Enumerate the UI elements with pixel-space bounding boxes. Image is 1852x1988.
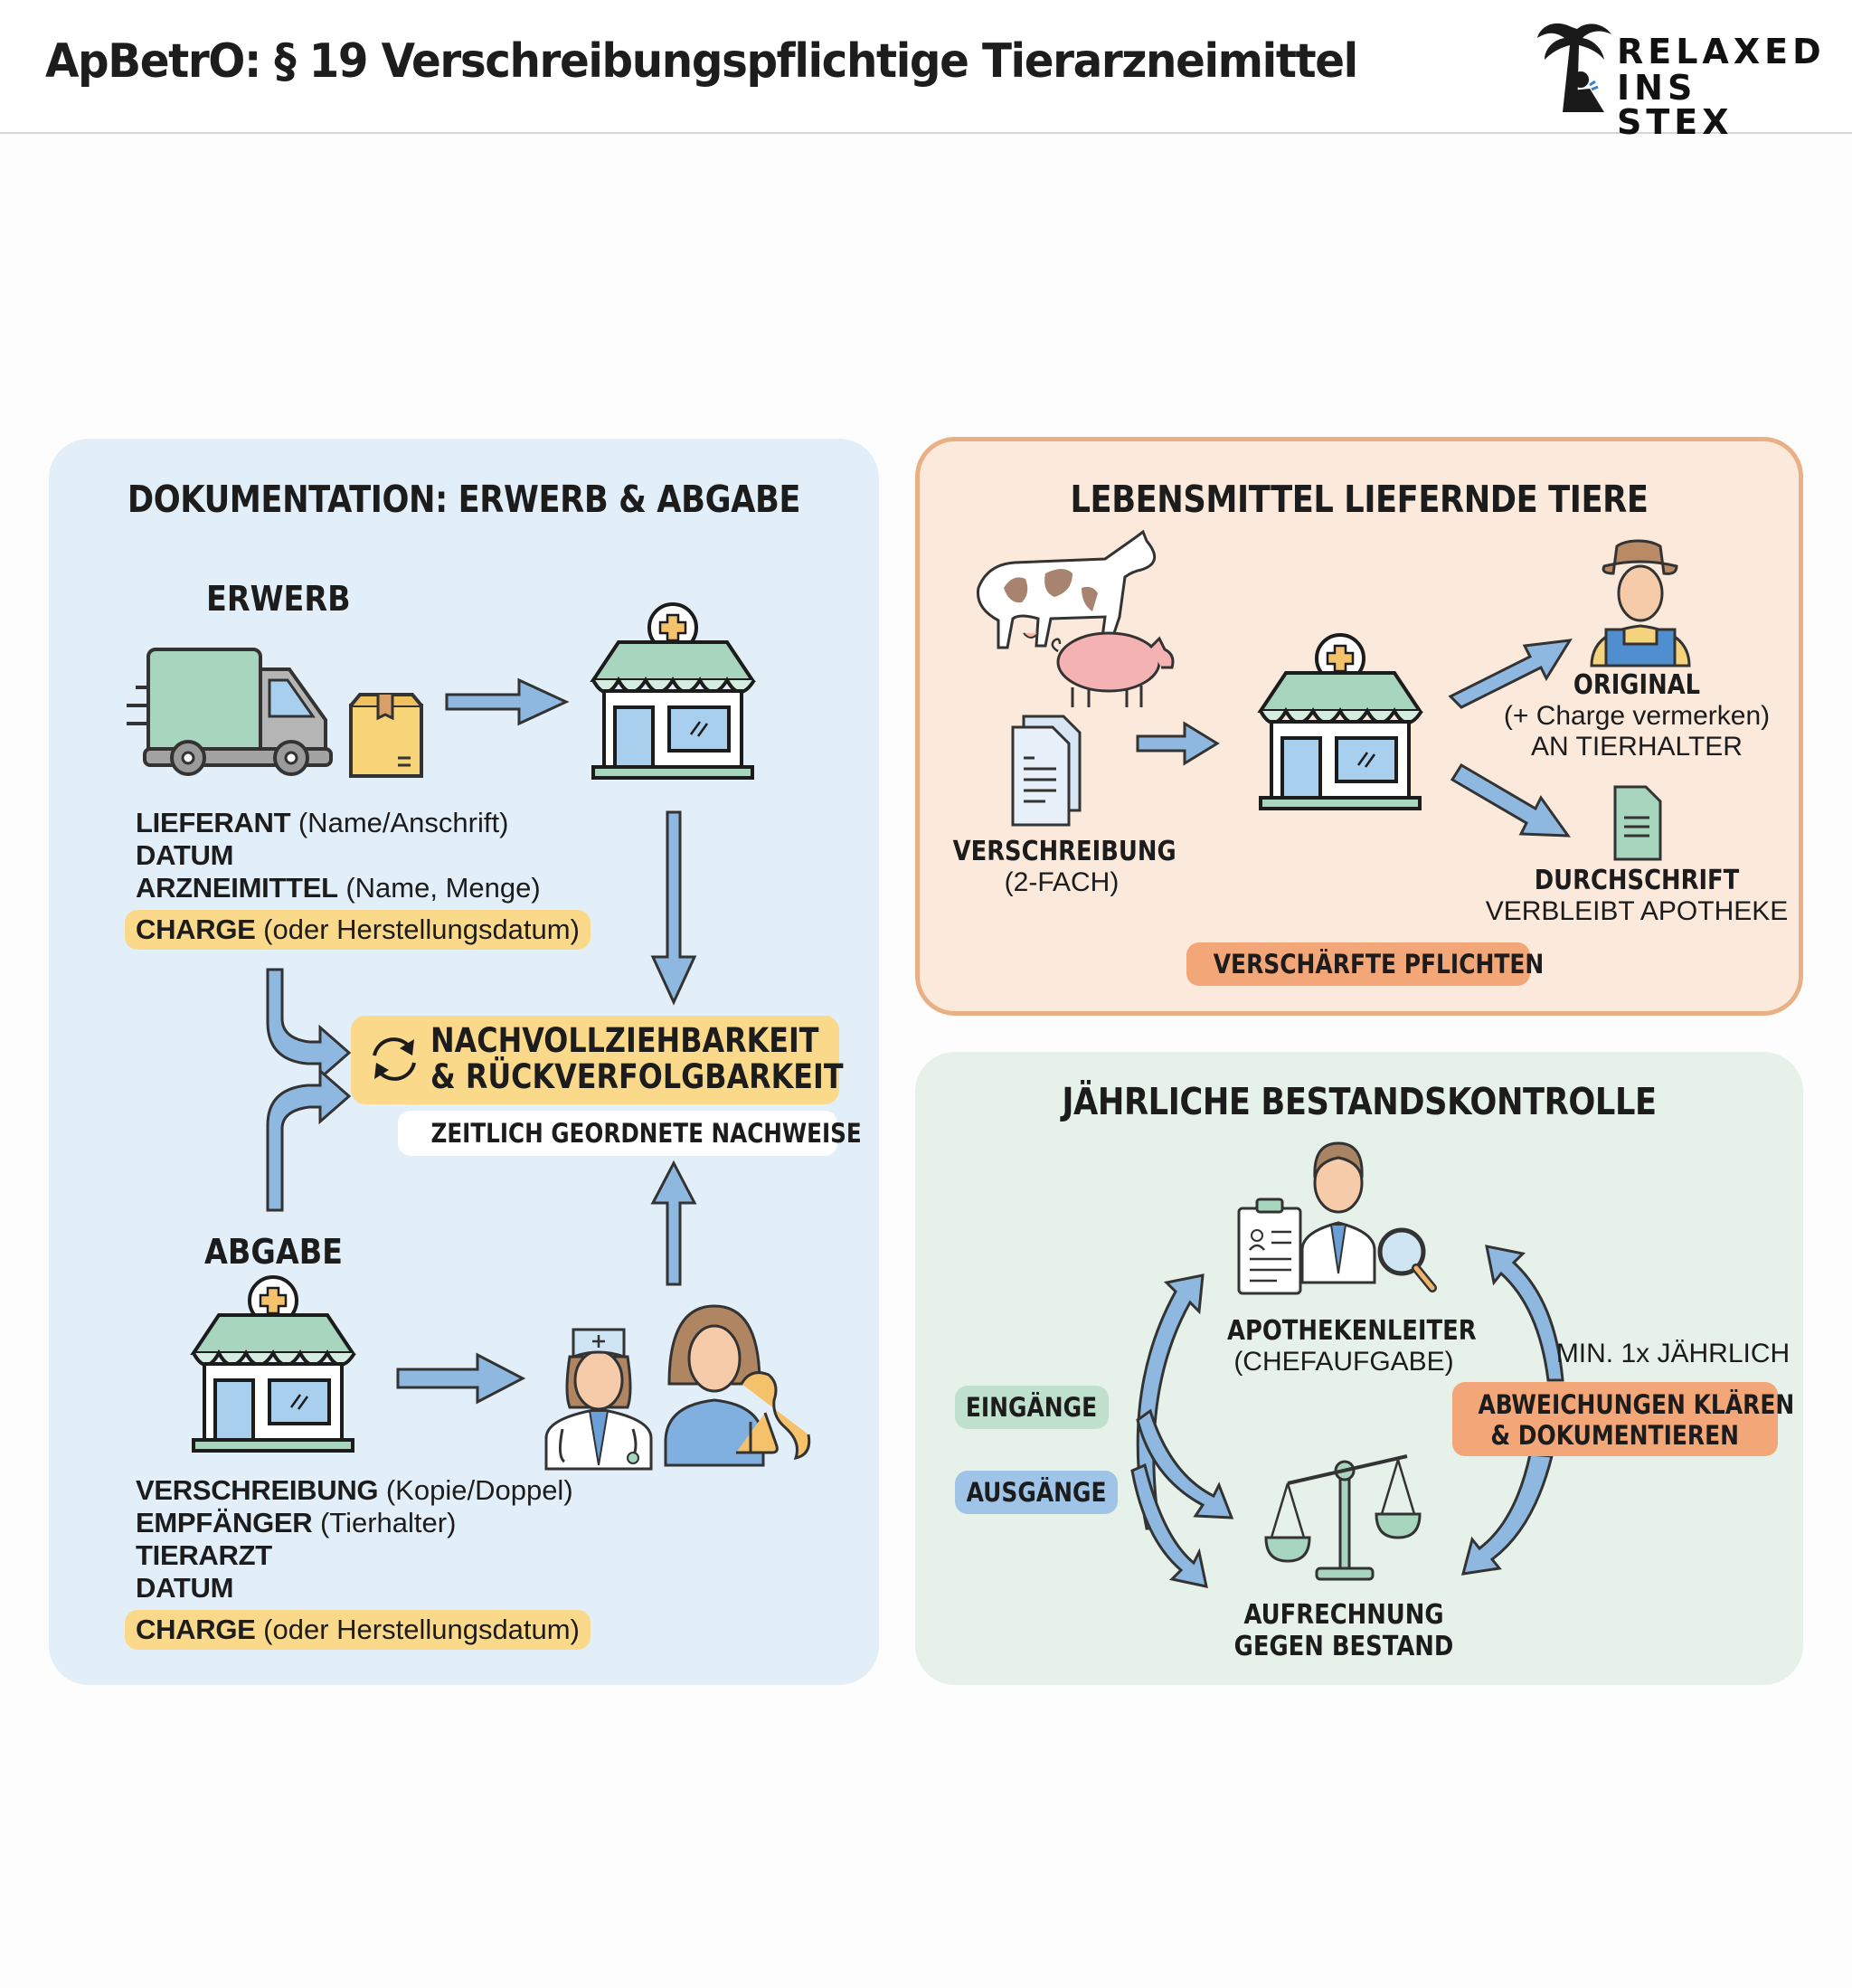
inputs-badge: EINGÄNGE (955, 1386, 1109, 1429)
cow-icon (976, 529, 1157, 649)
page-title: ApBetrO: § 19 Verschreibungspflichtige T… (45, 34, 1358, 89)
header: ApBetrO: § 19 Verschreibungspflichtige T… (0, 0, 1852, 139)
pharmacist-icon (1300, 1141, 1376, 1284)
arrow-right-icon (396, 1352, 526, 1405)
deviations-badge: ABWEICHUNGEN KLÄREN & DOKUMENTIEREN (1452, 1382, 1794, 1456)
reconciliation-label: AUFRECHNUNG GEGEN BESTAND (1208, 1599, 1479, 1662)
cycle-arrow-down-right-icon (1460, 1453, 1554, 1576)
stricter-duties-badge: VERSCHÄRFTE PFLICHTEN (1186, 942, 1544, 986)
field-datum: DATUM (136, 1572, 234, 1604)
field-datum: DATUM (136, 839, 234, 871)
copy-label-note: VERBLEIBT APOTHEKE (1485, 896, 1789, 926)
original-label-recipient: AN TIERHALTER (1531, 732, 1743, 762)
field-arzneimittel: ARZNEIMITTEL (Name, Menge) (136, 872, 541, 904)
dog-icon (736, 1371, 811, 1461)
inputs-text: EINGÄNGE (966, 1392, 1098, 1423)
refresh-cycle-icon (373, 1037, 416, 1081)
reconciliation-line2: GEGEN BESTAND (1233, 1631, 1454, 1662)
chronological-records-box: ZEITLICH GEORDNETE NACHWEISE (398, 1111, 862, 1156)
package-box-icon (349, 693, 423, 778)
curved-arrow-in-top-icon (266, 968, 352, 1082)
veterinarian-icon (544, 1328, 653, 1471)
prescription-label: VERSCHREIBUNG (2-FACH) (935, 836, 1188, 898)
logo: RELAXED INS STEX (1535, 18, 1821, 139)
traceability-text: NACHVOLLZIEHBARKEIT & RÜCKVERFOLGBARKEIT (430, 1023, 844, 1095)
original-label: ORIGINAL (+ Charge vermerken) AN TIERHAL… (1501, 669, 1772, 762)
abgabe-heading: ABGABE (204, 1232, 344, 1272)
original-label-bold: ORIGINAL (1573, 669, 1701, 701)
arrow-up-icon (650, 1160, 697, 1286)
field-verschreibung: VERSCHREIBUNG (Kopie/Doppel) (136, 1474, 573, 1506)
deviations-line2: & DOKUMENTIEREN (1490, 1420, 1740, 1451)
pharmacy-icon (1259, 633, 1423, 810)
reconciliation-line1: AUFRECHNUNG (1243, 1599, 1444, 1631)
field-charge-highlight: CHARGE (oder Herstellungsdatum) (125, 1610, 591, 1650)
pig-icon (1051, 631, 1175, 707)
field-empfaenger: EMPFÄNGER (Tierhalter) (136, 1507, 457, 1538)
abgabe-field-list: VERSCHREIBUNG (Kopie/Doppel) EMPFÄNGER (… (125, 1474, 591, 1650)
copy-label-bold: DURCHSCHRIFT (1534, 865, 1740, 896)
magnifier-icon (1377, 1227, 1437, 1292)
manager-label: APOTHEKENLEITER (CHEFAUFGABE) (1208, 1315, 1479, 1377)
field-charge-highlight: CHARGE (oder Herstellungsdatum) (125, 910, 591, 950)
farmer-icon (1590, 539, 1691, 667)
traceability-box: NACHVOLLZIEHBARKEIT & RÜCKVERFOLGBARKEIT (351, 1016, 844, 1104)
document-icon (1613, 785, 1662, 861)
prescription-label-bold: VERSCHREIBUNG (952, 836, 1176, 867)
arrow-down-icon (650, 810, 697, 1006)
clipboard-icon (1237, 1198, 1302, 1295)
arrow-right-icon (445, 677, 570, 726)
stricter-duties-text: VERSCHÄRFTE PFLICHTEN (1213, 949, 1545, 980)
deviations-line1: ABWEICHUNGEN KLÄREN (1478, 1389, 1795, 1420)
erwerb-field-list: LIEFERANT (Name/Anschrift) DATUM ARZNEIM… (125, 807, 591, 950)
doc-panel-title: DOKUMENTATION: ERWERB & ABGABE (127, 478, 801, 521)
pharmacy-icon (192, 1275, 356, 1453)
frequency-text: MIN. 1x JÄHRLICH (1555, 1339, 1791, 1368)
arrow-up-right-icon (1448, 639, 1573, 709)
manager-label-bold: APOTHEKENLEITER (1227, 1315, 1477, 1347)
arrow-right-icon (1136, 721, 1220, 766)
manager-label-sub: (CHEFAUFGABE) (1233, 1347, 1454, 1377)
field-tierarzt: TIERARZT (136, 1539, 272, 1571)
delivery-truck-icon (127, 648, 333, 776)
field-lieferant: LIEFERANT (Name/Anschrift) (136, 807, 509, 838)
prescription-label-sub: (2-FACH) (1004, 867, 1120, 897)
traceability-line1: NACHVOLLZIEHBARKEIT (430, 1021, 819, 1060)
frequency-label: MIN. 1x JÄHRLICH (1555, 1339, 1791, 1369)
curved-arrow-in-bottom-icon (266, 1067, 352, 1212)
logo-text-line2: INS STEX (1617, 68, 1734, 142)
chronological-records-text: ZEITLICH GEORDNETE NACHWEISE (430, 1118, 862, 1149)
document-stack-icon (1011, 715, 1082, 827)
erwerb-heading: ERWERB (206, 579, 351, 619)
food-panel-title: LEBENSMITTEL LIEFERNDE TIERE (1070, 478, 1649, 521)
cycle-arrow-up-right-icon (1485, 1245, 1564, 1382)
traceability-line2: & RÜCKVERFOLGBARKEIT (430, 1057, 844, 1096)
original-label-note: (+ Charge vermerken) (1503, 701, 1771, 731)
outputs-badge: AUSGÄNGE (955, 1471, 1118, 1514)
stock-panel-title: JÄHRLICHE BESTANDSKONTROLLE (1062, 1080, 1657, 1123)
cycle-arrow-down-left-icon (1130, 1408, 1234, 1588)
outputs-text: AUSGÄNGE (966, 1477, 1107, 1508)
logo-text-line1: RELAXED (1617, 32, 1826, 71)
arrow-down-right-icon (1450, 762, 1571, 838)
copy-label: DURCHSCHRIFT VERBLEIBT APOTHEKE (1483, 865, 1791, 927)
balance-scale-icon (1264, 1454, 1422, 1581)
palm-tree-person-icon (1537, 23, 1611, 112)
pharmacy-icon (591, 602, 756, 780)
